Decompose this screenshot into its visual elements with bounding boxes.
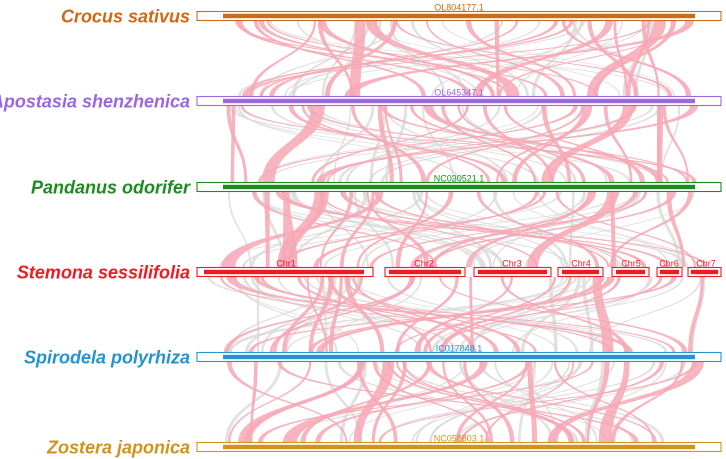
- chromosome-label: Chr2: [414, 259, 434, 269]
- synteny-link: [666, 191, 685, 268]
- genome-track-spirodela-polyrhiza: IC017848.1: [196, 344, 722, 363]
- chromosome-label: OL804177.1: [434, 3, 484, 13]
- chromosome-ol804177-1[interactable]: OL804177.1: [196, 3, 722, 22]
- chromosome-nc030521-1[interactable]: NC030521.1: [196, 174, 722, 193]
- chromosome-chr5[interactable]: Chr5: [611, 259, 650, 278]
- chromosome-bar: [223, 184, 695, 190]
- genome-track-stemona-sessilifolia: Chr1 Chr2 Chr3 Chr4 Chr5 Chr6 Chr7: [196, 259, 722, 278]
- chromosome-bar: [616, 269, 645, 275]
- chromosome-bar: [223, 13, 695, 19]
- chromosome-label: Chr4: [571, 259, 591, 269]
- chromosome-bar: [204, 269, 364, 275]
- genome-track-pandanus-odorifer: NC030521.1: [196, 174, 722, 193]
- chromosome-bar: [223, 98, 695, 104]
- chromosome-label: Chr3: [502, 259, 522, 269]
- highlighted-links: [220, 20, 707, 443]
- synteny-link: [288, 105, 507, 183]
- chromosome-chr1[interactable]: Chr1: [196, 259, 374, 278]
- background-link: [266, 105, 654, 183]
- chromosome-label: Chr1: [276, 259, 296, 269]
- genome-track-apostasia-shenzhenica: OL645347.1: [196, 88, 722, 107]
- synteny-link: [262, 105, 325, 183]
- species-label-stemona-sessilifolia: Stemona sessilifolia: [17, 263, 190, 283]
- chromosome-bar: [562, 269, 599, 275]
- species-label-zostera-japonica: Zostera japonica: [46, 438, 190, 458]
- chromosome-bar: [478, 269, 547, 275]
- chromosome-label: Chr7: [696, 259, 716, 269]
- species-label-apostasia-shenzhenica: Apostasia shenzhenica: [0, 92, 190, 112]
- species-label-spirodela-polyrhiza: Spirodela polyrhiza: [24, 348, 190, 368]
- background-link: [464, 276, 653, 353]
- chromosome-nc058803-1[interactable]: NC058803.1: [196, 434, 722, 453]
- chromosome-chr4[interactable]: Chr4: [557, 259, 604, 278]
- genome-track-crocus-sativus: OL804177.1: [196, 3, 722, 22]
- synteny-link: [586, 361, 610, 443]
- chromosome-chr3[interactable]: Chr3: [473, 259, 552, 278]
- chromosome-label: OL645347.1: [434, 88, 484, 98]
- background-link: [256, 276, 260, 353]
- chromosome-ol645347-1[interactable]: OL645347.1: [196, 88, 722, 107]
- chromosome-bar: [389, 269, 461, 275]
- chromosome-label: NC058803.1: [434, 434, 485, 444]
- chromosome-ic017848-1[interactable]: IC017848.1: [196, 344, 722, 363]
- species-label-crocus-sativus: Crocus sativus: [61, 7, 190, 27]
- chromosome-label: Chr6: [659, 259, 679, 269]
- species-label-pandanus-odorifer: Pandanus odorifer: [31, 178, 191, 198]
- synteny-link: [547, 361, 704, 443]
- chromosome-bar: [223, 444, 695, 450]
- synteny-link: [230, 105, 236, 183]
- chromosome-chr7[interactable]: Chr7: [687, 259, 722, 278]
- synteny-link: [465, 191, 592, 268]
- chromosome-bar: [660, 269, 679, 275]
- chromosome-chr2[interactable]: Chr2: [384, 259, 466, 278]
- chromosome-label: IC017848.1: [436, 344, 483, 354]
- genome-track-zostera-japonica: NC058803.1: [196, 434, 722, 453]
- chromosome-label: NC030521.1: [434, 174, 485, 184]
- chromosome-bar: [223, 354, 695, 360]
- background-link: [234, 105, 517, 183]
- synteny-link: [264, 191, 270, 268]
- chromosome-label: Chr5: [621, 259, 641, 269]
- chromosome-bar: [691, 269, 718, 275]
- chromosome-chr6[interactable]: Chr6: [656, 259, 683, 278]
